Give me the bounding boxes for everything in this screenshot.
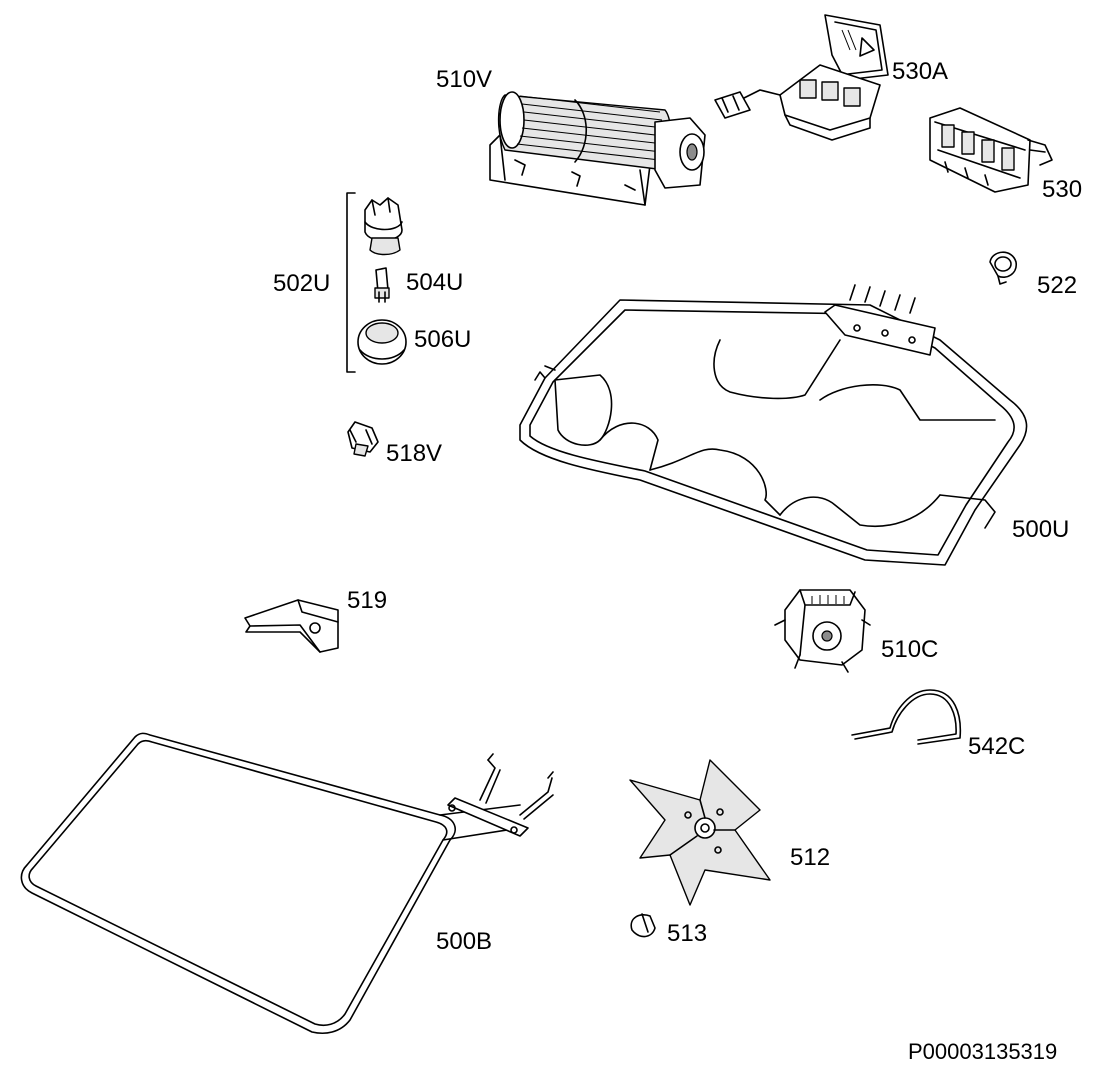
label-530: 530	[1042, 176, 1083, 203]
label-506U: 506U	[414, 326, 472, 353]
part-513-nut	[630, 913, 656, 938]
label-542C: 542C	[968, 733, 1026, 760]
part-510V-tangential-fan	[489, 91, 706, 206]
part-519-bracket	[244, 599, 339, 653]
part-518V-clip	[347, 421, 379, 457]
label-504U: 504U	[406, 269, 464, 296]
part-504U-bulb	[374, 267, 390, 303]
part-506U-lamp-cover	[357, 319, 407, 365]
label-500U: 500U	[1012, 516, 1070, 543]
label-518V: 518V	[386, 440, 443, 467]
part-510C-fan-motor	[774, 589, 871, 673]
label-513: 513	[667, 920, 708, 947]
label-512: 512	[790, 844, 831, 871]
part-522-clip	[989, 251, 1017, 285]
part-530A-terminal-block	[714, 14, 889, 141]
label-500B: 500B	[436, 928, 493, 955]
part-504U-lamp-holder	[364, 197, 403, 256]
document-id: P00003135319	[908, 1039, 1058, 1064]
bracket-502U	[346, 192, 356, 373]
part-542C-spring	[851, 689, 962, 745]
part-530-terminal-board	[929, 107, 1053, 193]
label-502U: 502U	[273, 270, 331, 297]
label-510V: 510V	[436, 66, 493, 93]
part-500B-bottom-element	[20, 732, 554, 1035]
label-510C: 510C	[881, 636, 939, 663]
label-519: 519	[347, 587, 388, 614]
part-500U-grill-element	[519, 284, 1028, 566]
part-512-fan-blade	[629, 759, 771, 906]
label-530A: 530A	[892, 58, 949, 85]
label-522: 522	[1037, 272, 1078, 299]
